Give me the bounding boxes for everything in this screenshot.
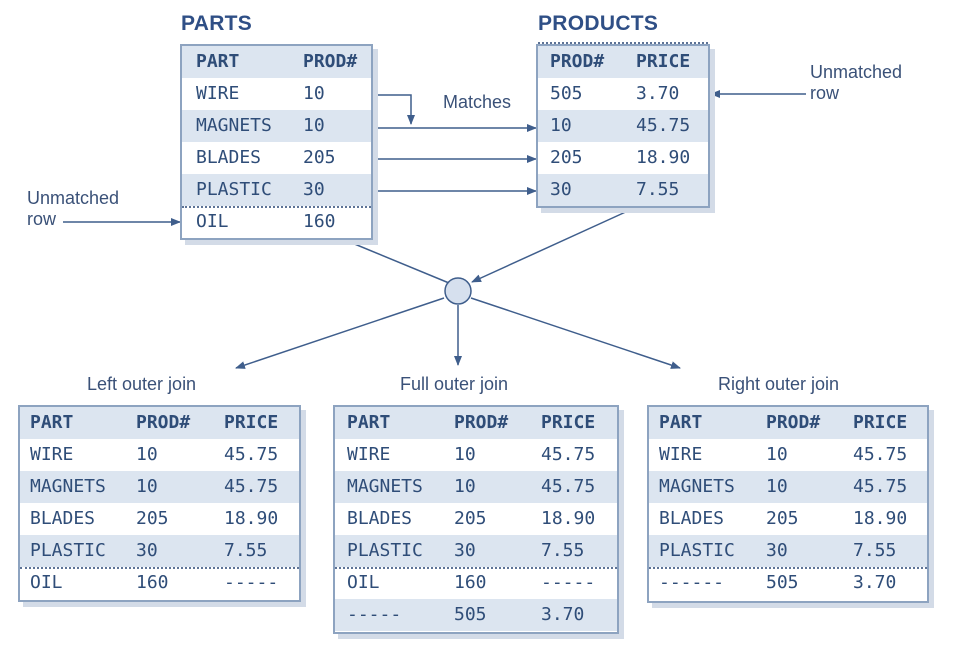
wire-match-arrow: [373, 94, 415, 125]
products-title: PRODUCTS: [538, 12, 659, 35]
table-header: PART PROD# PRICE: [649, 407, 927, 439]
full-join-caption: Full outer join: [400, 374, 509, 394]
table-row: MAGNETS 10 45.75: [335, 471, 617, 503]
right-join-caption: Right outer join: [718, 374, 840, 394]
left-join-caption: Left outer join: [87, 374, 197, 394]
unmatched-row-label-right: Unmatched row: [810, 62, 903, 103]
table-row: BLADES 205 18.90: [347, 508, 596, 529]
table-header: PART PROD# PRICE: [335, 407, 617, 439]
table-row: WIRE 10: [196, 83, 325, 104]
table-row: 10 45.75: [538, 110, 708, 142]
table-row: WIRE 10 45.75: [347, 444, 596, 465]
join-node: [444, 277, 472, 305]
table-row: PLASTIC 30 7.55: [335, 535, 617, 567]
table-header: PROD# PRICE: [538, 46, 708, 78]
table-row: 205 18.90: [550, 147, 691, 168]
table-row: MAGNETS 10 45.75: [649, 471, 927, 503]
unmatched-row-label-left: Unmatched row: [27, 188, 120, 229]
left-join-table: PART PROD# PRICE WIRE 10 45.75 MAGNETS 1…: [18, 405, 301, 602]
table-row: PLASTIC 30 7.55: [649, 535, 927, 567]
join-to-right-arrow: [470, 297, 681, 369]
parts-title: PARTS: [181, 12, 253, 35]
table-row: 30 7.55: [538, 174, 708, 206]
table-row: PLASTIC 30 7.55: [20, 535, 299, 567]
table-row: WIRE 10 45.75: [659, 444, 908, 465]
matches-label: Matches: [443, 92, 512, 112]
parts-to-join-line: [339, 237, 450, 284]
table-row: MAGNETS 10: [182, 110, 371, 142]
parts-table: PART PROD# WIRE 10 MAGNETS 10 BLADES 205…: [180, 44, 373, 240]
unmatched-divider: [20, 567, 299, 569]
table-row: WIRE 10 45.75: [30, 444, 279, 465]
table-row: MAGNETS 10 45.75: [20, 471, 299, 503]
unmatched-divider: [335, 567, 617, 569]
table-row: BLADES 205: [196, 147, 336, 168]
table-header: PART PROD# PRICE: [20, 407, 299, 439]
table-row: BLADES 205 18.90: [30, 508, 279, 529]
products-to-join-arrow: [471, 209, 631, 283]
right-join-table: PART PROD# PRICE WIRE 10 45.75 MAGNETS 1…: [647, 405, 929, 603]
table-row: OIL 160 -----: [347, 572, 596, 593]
join-to-left-arrow: [235, 297, 445, 369]
table-row: PLASTIC 30: [182, 174, 371, 206]
table-header: PART PROD#: [182, 46, 371, 78]
table-row: 505 3.70: [550, 83, 680, 104]
table-row: ----- 505 3.70: [335, 599, 617, 631]
unmatched-divider: [182, 206, 371, 208]
unmatched-divider: [649, 567, 927, 569]
full-join-table: PART PROD# PRICE WIRE 10 45.75 MAGNETS 1…: [333, 405, 619, 634]
table-row: BLADES 205 18.90: [659, 508, 908, 529]
products-table: PROD# PRICE 505 3.70 10 45.75 205 18.90 …: [536, 42, 710, 208]
table-row: OIL 160: [196, 211, 336, 232]
table-row: OIL 160 -----: [30, 572, 279, 593]
table-row: ------ 505 3.70: [659, 572, 897, 593]
